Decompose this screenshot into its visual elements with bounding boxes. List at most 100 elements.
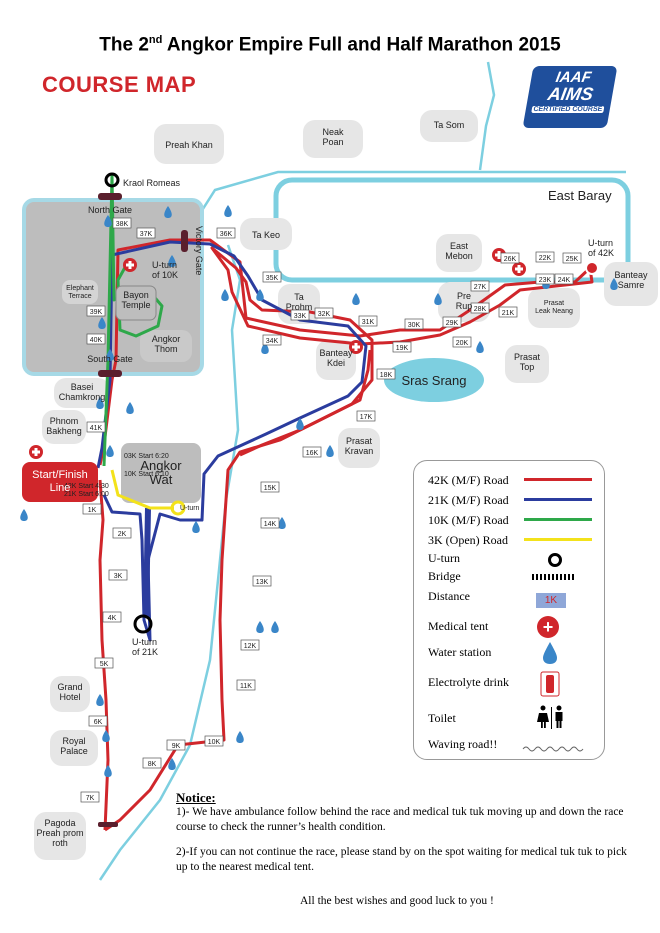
bubble-prasat-kravan — [338, 428, 380, 468]
km-marker: 34K — [262, 334, 282, 346]
svg-text:12K: 12K — [244, 643, 257, 650]
water-drop-icon — [271, 621, 279, 633]
water-drop-icon — [434, 293, 442, 305]
water-drop-icon — [104, 215, 112, 227]
km-marker: 16K — [302, 446, 322, 458]
bubble-leak-neang — [528, 288, 580, 328]
water-drop-icon — [352, 293, 360, 305]
km-marker: 21K — [498, 306, 518, 318]
km-marker: 13K — [252, 575, 272, 587]
svg-text:20K: 20K — [456, 340, 469, 347]
medical-tents — [29, 248, 526, 459]
bridge-icon — [532, 574, 574, 580]
water-drop-icon — [256, 621, 264, 633]
legend-item-line: 10K (M/F) Road — [428, 513, 509, 528]
sras-srang-pond — [384, 358, 484, 402]
uturn-markers — [104, 172, 599, 634]
legend-item-wave: Waving road!! — [428, 737, 497, 752]
km-marker: 8K — [142, 757, 162, 769]
medical-tent-icon — [123, 258, 137, 272]
legend-item-water: Water station — [428, 645, 491, 660]
bridge-north-gate — [98, 193, 122, 200]
water-drop-icon — [168, 255, 176, 267]
km-markers: 1K2K3K4K5K6K7K8K9K10K11K12K13K14K15K16K1… — [80, 217, 582, 803]
road-42k — [98, 238, 594, 832]
km-marker: 18K — [376, 368, 396, 380]
bubble-elephant-terrace — [62, 280, 98, 304]
medical-tent-icon — [349, 340, 363, 354]
svg-text:1K: 1K — [88, 507, 97, 514]
svg-text:7K: 7K — [86, 795, 95, 802]
electrolyte-drink-icon — [540, 671, 560, 701]
badge-line3: CERTIFIED COURSE — [531, 106, 605, 113]
bridge-south-gate — [98, 370, 122, 377]
bubble-east-mebon — [436, 234, 482, 272]
km-marker: 37K — [136, 227, 156, 239]
label-preah-khan: Preah Khan — [165, 140, 213, 150]
legend-item-line: 21K (M/F) Road — [428, 493, 509, 508]
km-marker: 1K — [82, 503, 102, 515]
km-marker: 15K — [260, 481, 280, 493]
road-21k-uturn-segment — [143, 507, 151, 619]
svg-text:31K: 31K — [362, 319, 375, 326]
svg-text:15K: 15K — [264, 485, 277, 492]
badge-line2: AIMS — [546, 84, 595, 104]
water-drop-icon — [104, 765, 112, 777]
km-marker: 25K — [562, 252, 582, 264]
svg-text:25K: 25K — [566, 256, 579, 263]
svg-text:35K: 35K — [266, 275, 279, 282]
legend-item-line: 42K (M/F) Road — [428, 473, 509, 488]
svg-text:8K: 8K — [148, 761, 157, 768]
svg-text:17K: 17K — [360, 414, 373, 421]
km-marker: 27K — [470, 280, 490, 292]
svg-text:30K: 30K — [408, 322, 421, 329]
iaaf-aims-badge: IAAF AIMS CERTIFIED COURSE — [522, 66, 618, 128]
km-marker: 40K — [86, 333, 106, 345]
km-marker: 14K — [260, 517, 280, 529]
km-marker: 33K — [290, 309, 310, 321]
water-drop-icon — [542, 641, 558, 669]
water-drop-icon — [221, 289, 229, 301]
notice: Notice: 1)- We have ambulance follow beh… — [176, 790, 636, 885]
label-kraol-romeas: Kraol Romeas — [123, 178, 181, 188]
svg-text:4K: 4K — [108, 615, 117, 622]
notice-paragraph-2: 2)-If you can not continue the race, ple… — [176, 846, 627, 873]
road-3k — [110, 469, 174, 510]
svg-text:10K: 10K — [208, 739, 221, 746]
water-drop-icon — [98, 317, 106, 329]
legend-item-distance: Distance — [428, 589, 470, 604]
bubble-banteay-kdei — [316, 340, 356, 380]
svg-text:2K: 2K — [118, 531, 127, 538]
legend-label: 3K (Open) Road — [428, 533, 508, 547]
page-title: The 2nd Angkor Empire Full and Half Mara… — [99, 34, 561, 56]
angkor-wat-area — [121, 443, 201, 503]
place-bubbles — [34, 110, 658, 860]
water-drop-icon — [168, 758, 176, 770]
water-drop-icon — [326, 445, 334, 457]
km-marker: 24K — [554, 273, 574, 285]
notice-wishes: All the best wishes and good luck to you… — [300, 895, 494, 907]
uturn-42k-marker — [585, 261, 599, 275]
km-marker: 11K — [236, 679, 256, 691]
water-drop-icon — [102, 730, 110, 742]
water-drop-icon — [164, 206, 172, 218]
water-drop-icon — [96, 397, 104, 409]
svg-text:33K: 33K — [294, 313, 307, 320]
km-marker: 36K — [216, 227, 236, 239]
legend-line-swatch — [524, 518, 592, 521]
water-drop-icon — [20, 509, 28, 521]
label-uturn-3k: U-turn — [180, 505, 200, 512]
km-marker: 31K — [358, 315, 378, 327]
label-start-3k: 03K Start 6:20 — [124, 453, 169, 460]
bridge-victory-gate — [181, 230, 188, 252]
km-marker: 3K — [108, 569, 128, 581]
bubble-bakheng — [42, 410, 86, 444]
toilet-icon — [536, 705, 566, 733]
legend-label: Electrolyte drink — [428, 675, 509, 689]
